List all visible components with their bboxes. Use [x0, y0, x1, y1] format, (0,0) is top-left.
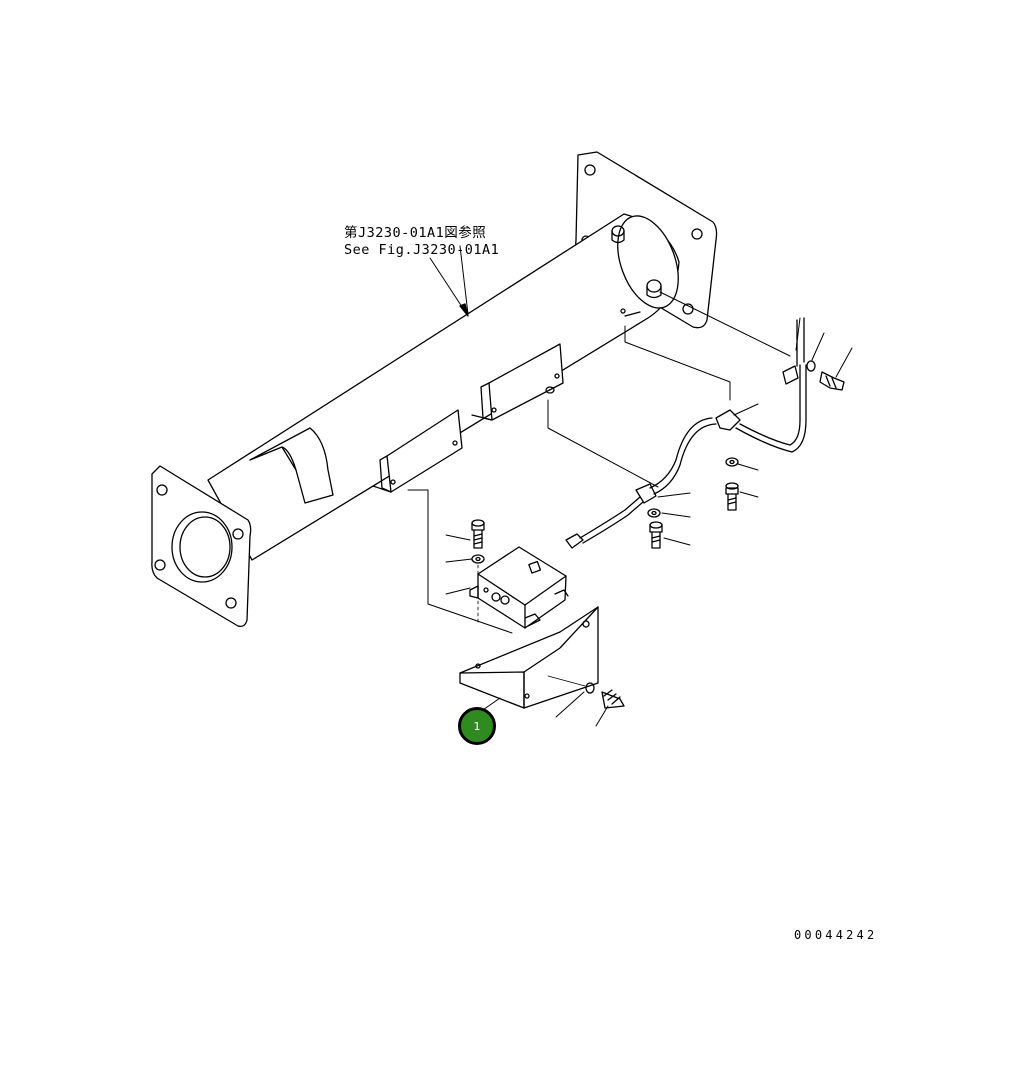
clamp-washer	[806, 360, 816, 372]
harness-washer-1	[725, 457, 739, 467]
tube-bracket-rear	[471, 343, 564, 421]
reference-note-english: See Fig.J3230-01A1	[344, 242, 500, 258]
bolt-bracket-side	[547, 675, 625, 709]
clamp-bolt	[819, 371, 845, 391]
mounting-bracket	[459, 606, 599, 709]
main-tube	[207, 213, 680, 561]
wire-harness	[565, 317, 807, 549]
assembly-lines	[407, 291, 791, 634]
part-callout-1[interactable]: 1	[458, 707, 496, 745]
front-flange	[151, 465, 252, 628]
tube-bracket-front	[372, 409, 463, 493]
figure-reference-note: 第J3230-01A1図参照 See Fig.J3230-01A1	[344, 225, 499, 259]
control-box	[469, 546, 569, 629]
part-callout-1-label: 1	[473, 719, 481, 733]
reference-arrow	[429, 257, 469, 317]
harness-bolt-2	[649, 521, 663, 549]
drawing-number: 00044242	[794, 928, 878, 942]
bolt-box-top	[471, 519, 485, 626]
part-leaders	[445, 245, 853, 727]
harness-washer-2	[647, 508, 661, 518]
reference-note-japanese: 第J3230-01A1図参照	[344, 225, 487, 241]
harness-bolt-1	[725, 482, 739, 511]
